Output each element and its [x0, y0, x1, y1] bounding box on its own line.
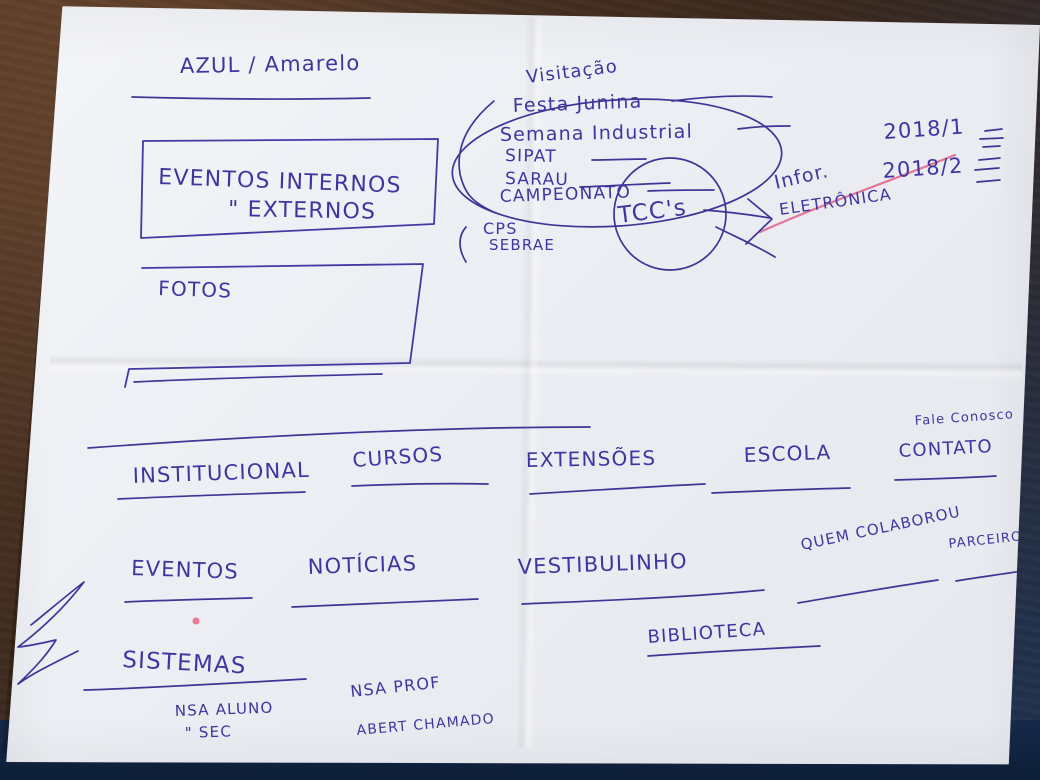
- photos-box-outline: [124, 263, 424, 388]
- visit-item-1: Festa Junina: [512, 90, 642, 117]
- menu-biblioteca: BIBLIOTECA: [647, 619, 767, 648]
- visit-item-3: SIPAT: [505, 146, 557, 167]
- visit-item-3-line: [591, 158, 647, 161]
- tcc-circle: [613, 157, 727, 271]
- menu-noticias: NOTÍCIAS: [307, 550, 417, 579]
- menu-institucional: INSTITUCIONAL: [132, 458, 310, 488]
- menu-vestibulinho-underline: [521, 589, 765, 605]
- menu-contato: CONTATO: [898, 436, 993, 462]
- visit-item-2: Semana Industrial: [500, 121, 693, 146]
- color-scheme-title: AZUL / Amarelo: [180, 51, 361, 78]
- events-box-outline: [140, 138, 439, 239]
- tcc-arrow-head-1: [745, 198, 773, 245]
- year-2018-2: 2018/2: [882, 153, 965, 183]
- menu-institucional-underline: [117, 491, 306, 500]
- visits-label: Visitação: [525, 56, 619, 88]
- nsa-aluno-label: NSA ALUNO: [175, 699, 274, 720]
- menu-icon-2: [974, 157, 1001, 183]
- menu-contato-underline: [894, 475, 997, 481]
- events-internal-label: EVENTOS INTERNOS: [158, 165, 402, 198]
- menu-eventos: EVENTOS: [131, 556, 239, 584]
- menu-vestibulinho: VESTIBULINHO: [517, 549, 688, 579]
- menu-divider-top: [87, 426, 591, 449]
- tcc-arrow: [703, 209, 771, 219]
- tcc-arrow-head-2: [715, 226, 776, 258]
- menu-extensoes: EXTENSÕES: [526, 446, 657, 472]
- year-2018-1: 2018/1: [883, 114, 966, 144]
- menu-quem: QUEM COLABOROU: [799, 502, 962, 554]
- menu-cursos: CURSOS: [352, 442, 444, 472]
- visit-item-2-line: [737, 125, 791, 130]
- visit-item-5-line: [647, 189, 715, 192]
- menu-cursos-underline: [351, 482, 489, 487]
- photos-label: FOTOS: [158, 276, 233, 303]
- menu-extensoes-underline: [529, 483, 706, 495]
- title-underline: [131, 96, 371, 100]
- fale-conosco-note: Fale Conosco: [914, 407, 1014, 429]
- photos-box-bottom-line: [133, 373, 383, 383]
- sebrae-label: SEBRAE: [489, 236, 555, 254]
- signature-scribble: [17, 581, 85, 685]
- menu-quem-underline: [797, 579, 939, 604]
- menu-icon-1: [979, 128, 1004, 148]
- visit-item-5: CAMPEONATO: [499, 182, 631, 207]
- events-external-label: " EXTERNOS: [228, 197, 376, 225]
- visit-item-1-line: [671, 95, 773, 102]
- nsa-prof-label: NSA PROF: [349, 673, 441, 701]
- informatics-label: Infor.: [772, 160, 831, 194]
- red-pencil-mark: [758, 153, 957, 234]
- sec-label: " SEC: [185, 722, 233, 742]
- menu-sistemas: SISTEMAS: [122, 647, 248, 679]
- menu-noticias-underline: [291, 598, 479, 608]
- cps-brace: [459, 226, 467, 263]
- menu-escola-underline: [711, 487, 851, 494]
- visits-brace: [458, 100, 497, 214]
- visit-item-4: SARAU: [505, 169, 569, 190]
- red-dot: [192, 617, 200, 625]
- menu-sistemas-underline: [83, 678, 307, 691]
- menu-biblioteca-underline: [647, 645, 821, 657]
- visit-item-4-line: [579, 182, 671, 188]
- visits-oval: [451, 98, 783, 228]
- menu-escola: ESCOLA: [743, 440, 831, 467]
- cps-label: CPS: [483, 219, 518, 238]
- menu-eventos-underline: [124, 597, 253, 603]
- abert-chamado-label: ABERT CHAMADO: [356, 711, 496, 739]
